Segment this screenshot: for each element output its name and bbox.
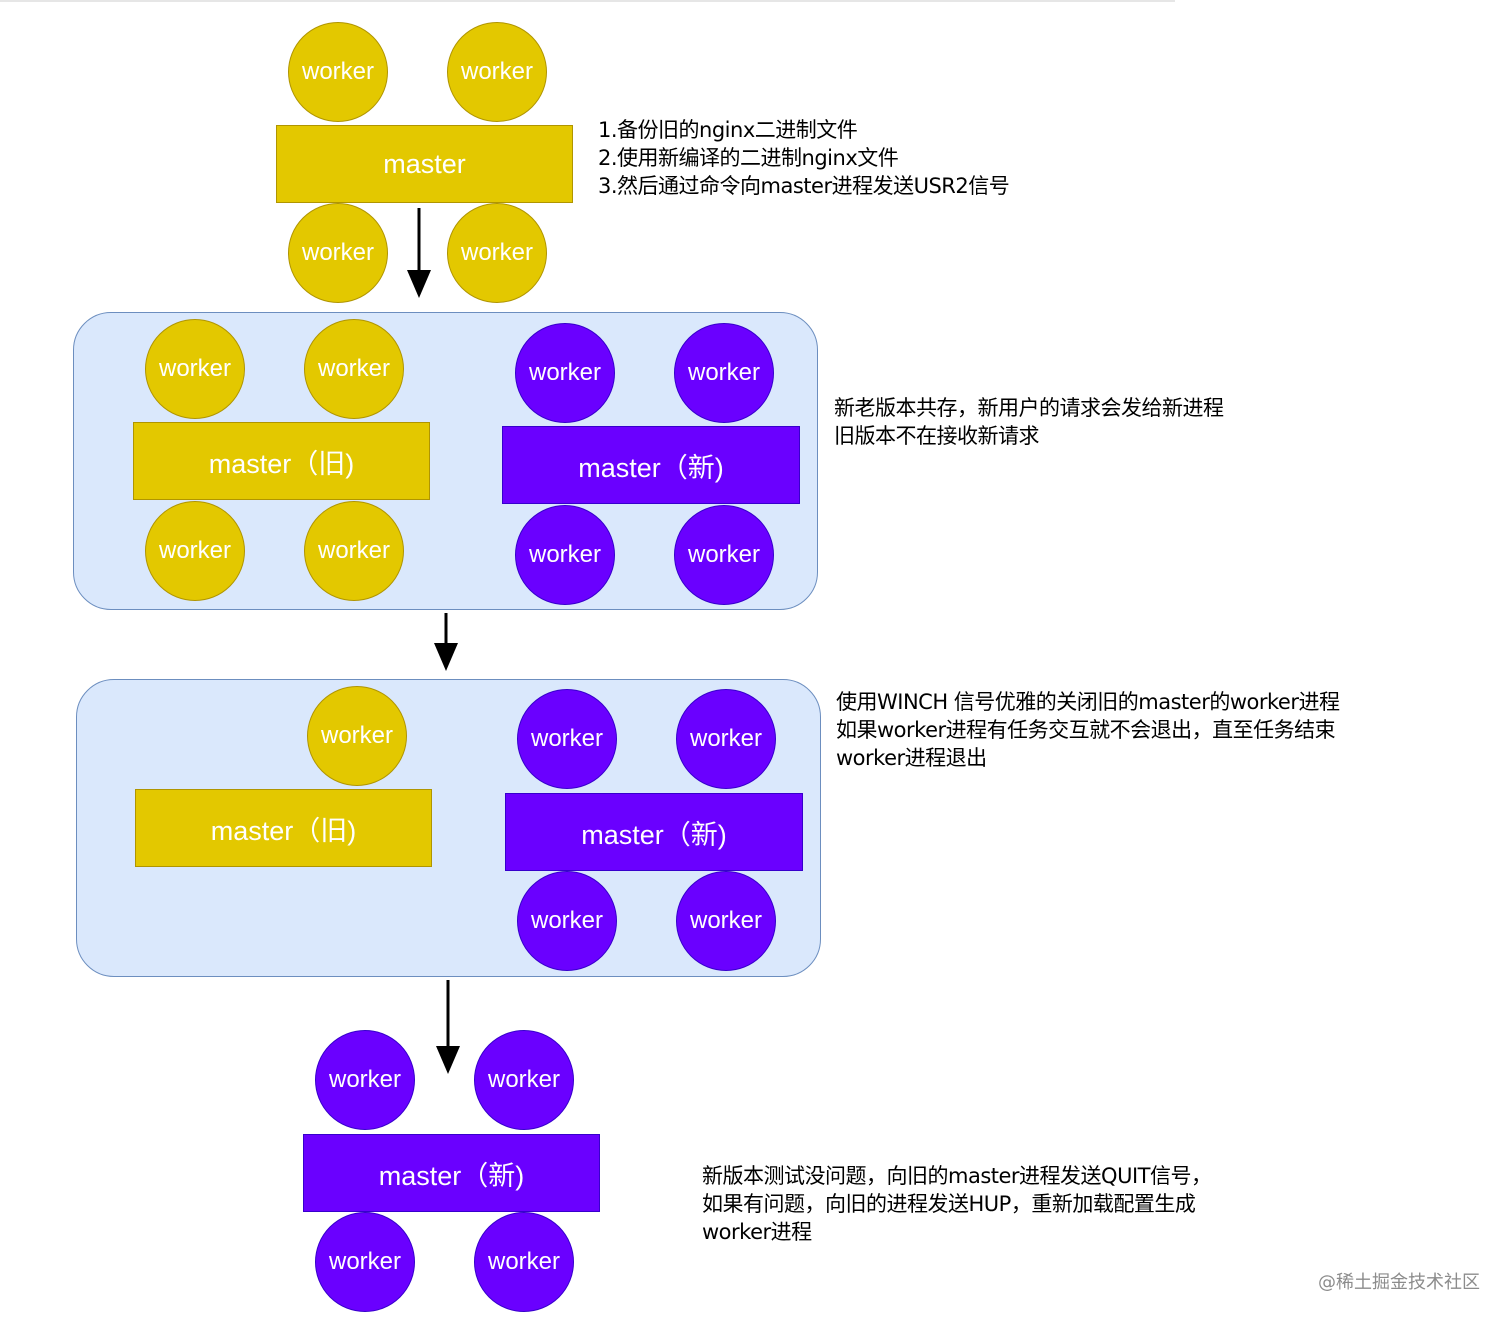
worker-node: worker <box>145 501 245 601</box>
worker-node: worker <box>517 689 617 789</box>
worker-node: worker <box>315 1212 415 1312</box>
master-old-node: master（旧) <box>135 789 432 867</box>
worker-node: worker <box>288 203 388 303</box>
worker-node: worker <box>676 689 776 789</box>
worker-node: worker <box>474 1212 574 1312</box>
master-old-node: master（旧) <box>133 422 430 500</box>
master-new-node: master（新) <box>502 426 800 504</box>
worker-node: worker <box>674 505 774 605</box>
watermark: @稀土掘金技术社区 <box>1318 1272 1480 1293</box>
master-node: master <box>276 125 573 203</box>
worker-node: worker <box>447 203 547 303</box>
step3-note: 使用WINCH 信号优雅的关闭旧的master的worker进程 如果worke… <box>836 690 1340 770</box>
worker-node: worker <box>674 323 774 423</box>
worker-node: worker <box>517 871 617 971</box>
worker-node: worker <box>474 1030 574 1130</box>
worker-node: worker <box>515 505 615 605</box>
master-new-node: master（新) <box>505 793 803 871</box>
step2-note: 新老版本共存，新用户的请求会发给新进程 旧版本不在接收新请求 <box>834 396 1224 448</box>
master-new-node: master（新) <box>303 1134 600 1212</box>
worker-node: worker <box>447 22 547 122</box>
worker-node: worker <box>676 871 776 971</box>
arrow-down-icon <box>436 980 460 1074</box>
worker-node: worker <box>304 319 404 419</box>
top-divider <box>0 0 1175 2</box>
worker-node: worker <box>304 501 404 601</box>
step1-note: 1.备份旧的nginx二进制文件 2.使用新编译的二进制nginx文件 3.然后… <box>598 118 1010 198</box>
arrow-down-icon <box>434 613 458 671</box>
worker-node: worker <box>515 323 615 423</box>
worker-node: worker <box>307 686 407 786</box>
worker-node: worker <box>315 1030 415 1130</box>
worker-node: worker <box>288 22 388 122</box>
step4-note: 新版本测试没问题，向旧的master进程发送QUIT信号， 如果有问题，向旧的进… <box>702 1164 1212 1244</box>
arrow-down-icon <box>407 208 431 298</box>
worker-node: worker <box>145 319 245 419</box>
